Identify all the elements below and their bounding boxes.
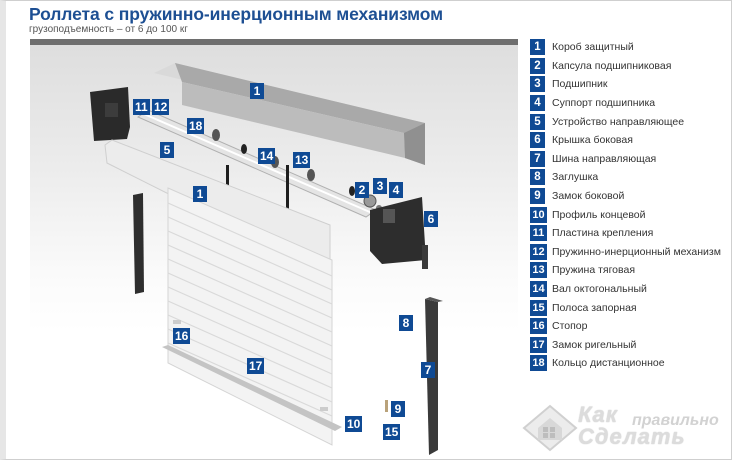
legend-number: 15: [530, 299, 547, 316]
legend-item: 6 Крышка боковая: [530, 131, 721, 150]
callout-4: 4: [389, 182, 403, 198]
watermark-line1-small: правильно: [632, 412, 719, 429]
stopper-part-2: [320, 407, 328, 411]
legend-item: 2 Капсула подшипниковая: [530, 57, 721, 76]
legend-label: Крышка боковая: [552, 134, 633, 147]
legend-number: 8: [530, 169, 545, 186]
legend-label: Шина направляющая: [552, 152, 657, 165]
legend-label: Пружинно-инерционный механизм: [552, 245, 721, 258]
callout-15: 15: [383, 424, 401, 440]
legend-label: Полоса запорная: [552, 301, 637, 314]
legend-number: 5: [530, 113, 545, 130]
legend-number: 11: [530, 225, 547, 242]
left-guide-rail: [133, 193, 144, 294]
stopper-part: [173, 320, 181, 324]
protective-box-top: [154, 63, 425, 165]
legend-item: 3 Подшипник: [530, 75, 721, 94]
shutter-curtain: [162, 187, 342, 446]
legend-item: 12 Пружинно-инерционный механизм: [530, 243, 721, 262]
legend-item: 7 Шина направляющая: [530, 150, 721, 169]
page-title: Роллета с пружинно-инерционным механизмо…: [29, 4, 443, 24]
legend-item: 8 Заглушка: [530, 168, 721, 187]
callout-9: 9: [391, 401, 405, 417]
callout-1-front: 1: [193, 186, 207, 202]
legend-number: 10: [530, 206, 547, 223]
legend-item: 13 Пружина тяговая: [530, 261, 721, 280]
legend-label: Пружина тяговая: [552, 264, 636, 277]
legend-label: Вал октогональный: [552, 283, 647, 296]
left-end-cap: [90, 87, 130, 141]
legend-number: 4: [530, 95, 545, 112]
legend-number: 7: [530, 150, 545, 167]
legend-item: 4 Суппорт подшипника: [530, 94, 721, 113]
legend-label: Капсула подшипниковая: [552, 59, 672, 72]
legend-number: 3: [530, 76, 545, 93]
header-divider-bar: [30, 39, 518, 45]
watermark-logo: Как правильно Сделать: [520, 400, 730, 455]
roller-shutter-illustration: [90, 63, 443, 455]
watermark-line2: Сделать: [578, 424, 686, 449]
legend-label: Короб защитный: [552, 41, 634, 54]
legend-label: Пластина крепления: [552, 227, 654, 240]
callout-13: 13: [293, 152, 311, 168]
legend-label: Устройство направляющее: [552, 115, 685, 128]
callout-14: 14: [258, 148, 276, 164]
legend-label: Подшипник: [552, 78, 608, 91]
legend-item: 11 Пластина крепления: [530, 224, 721, 243]
legend-item: 10 Профиль концевой: [530, 205, 721, 224]
legend-item: 9 Замок боковой: [530, 187, 721, 206]
legend-label: Стопор: [552, 320, 588, 333]
legend-label: Заглушка: [552, 171, 599, 184]
callout-12: 12: [152, 99, 170, 115]
callout-8: 8: [399, 315, 413, 331]
legend-item: 5 Устройство направляющее: [530, 112, 721, 131]
callout-6: 6: [424, 211, 438, 227]
legend-number: 1: [530, 39, 545, 56]
legend-number: 17: [530, 336, 547, 353]
callout-11: 11: [133, 99, 150, 115]
callout-10: 10: [345, 416, 363, 432]
callout-7: 7: [421, 362, 435, 378]
legend-item: 1 Короб защитный: [530, 38, 721, 57]
legend-label: Кольцо дистанционное: [552, 357, 665, 370]
callout-18: 18: [187, 118, 205, 134]
legend-item: 17 Замок ригельный: [530, 336, 721, 355]
legend-number: 16: [530, 318, 547, 335]
callout-17: 17: [247, 358, 265, 374]
legend-number: 13: [530, 262, 547, 279]
callout-1-top: 1: [250, 83, 264, 99]
page-subtitle: грузоподъемность – от 6 до 100 кг: [29, 24, 188, 35]
legend-item: 18 Кольцо дистанционное: [530, 354, 721, 373]
legend-label: Замок ригельный: [552, 338, 637, 351]
callout-16: 16: [173, 328, 191, 344]
legend-label: Суппорт подшипника: [552, 97, 656, 110]
watermark-line1: Как: [578, 402, 618, 427]
legend-item: 14 Вал октогональный: [530, 280, 721, 299]
legend-label: Замок боковой: [552, 190, 625, 203]
side-lock-part: [385, 400, 388, 412]
callout-2: 2: [355, 182, 369, 198]
legend-item: 15 Полоса запорная: [530, 298, 721, 317]
legend-number: 2: [530, 57, 545, 74]
legend-number: 18: [530, 355, 547, 372]
legend-number: 14: [530, 281, 547, 298]
legend-number: 6: [530, 132, 545, 149]
legend-label: Профиль концевой: [552, 208, 646, 221]
house-icon: [522, 404, 578, 452]
parts-legend: 1 Короб защитный 2 Капсула подшипниковая 3…: [530, 38, 721, 373]
callout-5: 5: [160, 142, 174, 158]
legend-item: 16 Стопор: [530, 317, 721, 336]
exploded-diagram: 1 1 2 3 4 5 6 7 8 9 10 11 12 13 14 15 16…: [30, 45, 518, 455]
legend-number: 9: [530, 188, 545, 205]
right-side-cover: [370, 197, 428, 269]
legend-number: 12: [530, 243, 547, 260]
callout-3: 3: [373, 178, 387, 194]
